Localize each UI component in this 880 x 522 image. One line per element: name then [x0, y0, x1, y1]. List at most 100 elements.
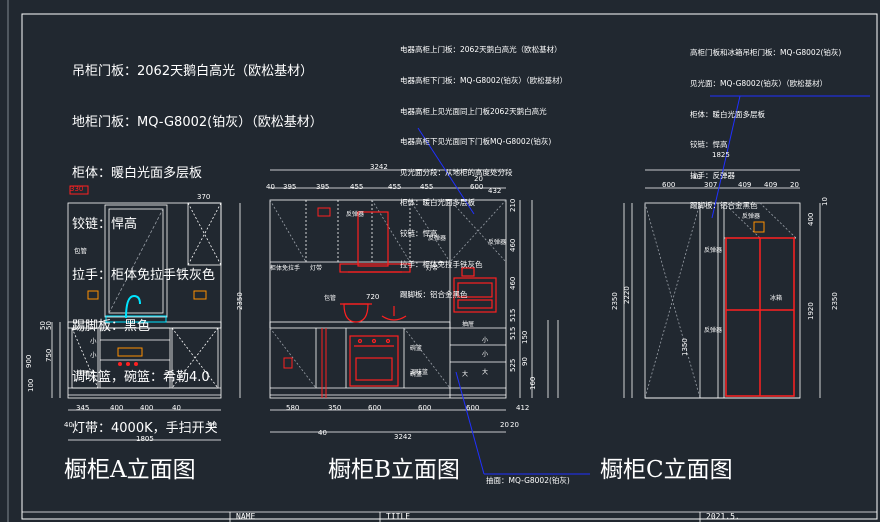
dimension-label: 580	[286, 404, 300, 412]
dimension-label: 1825	[712, 151, 730, 159]
note-line: 柜体：暖白光面多层板	[72, 166, 203, 181]
red-dot-a3	[134, 362, 138, 366]
note-line: 电器高柜下见光面同下门板MQ-G8002(铂灰)	[400, 137, 552, 147]
handle-note: 抽面：MQ-G8002(铂灰)	[486, 476, 570, 485]
note-line: 见光面：MQ-G8002(铂灰）（欧松基材）	[690, 79, 828, 89]
dimension-label: 330	[70, 185, 84, 193]
dimension-label: 大	[462, 371, 469, 378]
dimension-label: 400	[110, 404, 124, 412]
tb-title: TITLE	[386, 512, 411, 521]
dimension-label: 40	[266, 183, 275, 191]
dimension-label: 碗篮	[410, 371, 423, 378]
dimension-label: 600	[466, 404, 480, 412]
dimension-label: 1920	[807, 302, 815, 320]
note-line: 调味篮，碗篮：希勒4.0	[72, 370, 210, 385]
dimension-label: 调味篮	[410, 369, 429, 376]
dimension-label: 反弹器	[488, 239, 507, 246]
dimension-label: 20	[500, 421, 509, 429]
note-line: 灯带：4000K，手扫开关	[72, 421, 218, 436]
red-outlet-b2	[283, 357, 293, 369]
refrigerator	[725, 237, 795, 397]
dimension-label: 412	[516, 404, 530, 412]
dimension-label: 20	[474, 175, 483, 183]
red-dot-a1	[118, 362, 122, 366]
dimension-label: 150	[521, 330, 529, 344]
drawing-frame	[21, 13, 878, 520]
faucet-icon	[125, 294, 141, 319]
dimension-label: 525	[509, 358, 517, 372]
dimension-label: 小	[482, 351, 489, 358]
note-line: 拉手：柜体免拉手铁灰色	[72, 268, 216, 283]
note-line: 铰链：悍高	[690, 140, 728, 150]
note-line: 拉手：柜体免拉手铁灰色	[400, 259, 483, 269]
dimension-label: 345	[76, 404, 90, 412]
note-line: 踢脚板：黑色	[72, 319, 151, 334]
note-line: 柜体：暖白光面多层板	[690, 109, 765, 119]
note-line: 地柜门板：MQ-G8002(铂灰）（欧松基材）	[72, 115, 323, 130]
dimension-label: 反弹器	[704, 327, 723, 334]
dimension-label: 柜体免拉手	[270, 265, 301, 272]
leader-lines	[417, 95, 870, 475]
notes-b: 电器高柜上门板：2062天鹅白高光（欧松基材） 电器高柜下门板：MQ-G8002…	[400, 25, 567, 311]
tall-appliances	[453, 267, 497, 313]
dimension-label: 3242	[370, 163, 388, 171]
dimension-label: 455	[420, 183, 434, 191]
dimension-label: 20	[790, 181, 799, 189]
dimension-label: 40	[692, 173, 701, 181]
dimension-label: 反弹器	[704, 247, 723, 254]
dimension-label: 395	[283, 183, 297, 191]
dimension-label: 抽屉	[462, 321, 475, 328]
elevation-c	[623, 169, 821, 399]
title-b: 橱柜B立面图	[328, 457, 460, 483]
dimension-label: 20	[510, 421, 519, 429]
dimension-label: 反弹器	[428, 235, 447, 242]
dimension-label: 冰箱	[770, 295, 783, 302]
dimension-label: 2220	[623, 286, 631, 304]
socket-icon	[193, 290, 207, 300]
dimension-label: 40	[64, 421, 73, 429]
dimension-label: 2350	[831, 292, 839, 310]
oven	[349, 335, 399, 387]
dimension-label: 600	[368, 404, 382, 412]
red-outlet-b1	[317, 207, 331, 217]
dimension-label: 40	[208, 421, 217, 429]
dimension-label: 小	[90, 351, 97, 359]
dimension-label: 350	[328, 404, 342, 412]
notes-main: 吊柜门板：2062天鹅白高光（欧松基材） 地柜门板：MQ-G8002(铂灰）（欧…	[72, 29, 323, 454]
note-line: 电器高柜下门板：MQ-G8002(铂灰）（欧松基材）	[400, 76, 568, 86]
dimension-label: 515	[509, 326, 517, 340]
dimension-label: 400	[140, 404, 154, 412]
dimension-label: 反弹器	[346, 211, 365, 218]
dimension-label: 100	[27, 378, 35, 392]
socket-icon	[117, 347, 143, 357]
dimension-label: 2350	[611, 292, 619, 310]
dimension-label: 307	[704, 181, 718, 189]
dimension-label: 灯带	[426, 265, 439, 272]
dimension-label: 包管	[74, 247, 87, 255]
dimension-label: 455	[388, 183, 402, 191]
note-line: 铰链：悍高	[72, 217, 138, 232]
note-line: 吊柜门板：2062天鹅白高光（欧松基材）	[72, 64, 314, 79]
note-line: 铰链：悍高	[400, 229, 438, 239]
dimension-label: 455	[350, 183, 364, 191]
dimension-label: 600	[418, 404, 432, 412]
socket-icon	[753, 221, 765, 233]
tb-date: 2021.5.	[706, 512, 740, 521]
dimension-label: 40	[172, 404, 181, 412]
dimension-label: 碗篮	[410, 345, 423, 352]
dimension-label: 抽屉大	[76, 369, 96, 377]
dimension-label: 1350	[681, 338, 689, 356]
notes-c: 高柜门板和冰箱吊柜门板：MQ-G8002(铂灰) 见光面：MQ-G8002(铂灰…	[690, 28, 841, 222]
red-dot-a2	[126, 362, 130, 366]
dimension-label: 小	[482, 337, 489, 344]
dimension-label: 720	[366, 293, 380, 301]
dimension-label: 432	[488, 187, 502, 195]
range-hood	[339, 211, 411, 273]
note-line: 电器高柜上门板：2062天鹅白高光（欧松基材）	[400, 45, 562, 55]
dimension-label: 3242	[394, 433, 412, 441]
dimension-label: 小	[90, 337, 97, 345]
dimension-label: 370	[197, 193, 211, 201]
dimension-label: 409	[764, 181, 778, 189]
cooktop-pots	[340, 303, 407, 323]
dimension-label: 750	[45, 348, 53, 362]
